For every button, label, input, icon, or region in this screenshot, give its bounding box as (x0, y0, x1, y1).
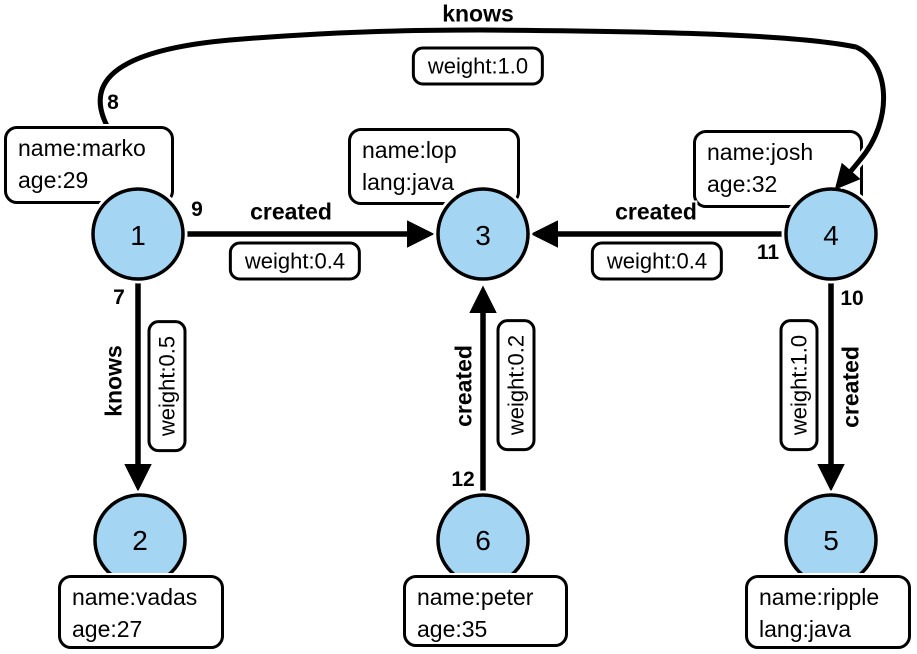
node-3-property-name: name:lop (362, 137, 457, 163)
node-6-properties-box: name:peter age:35 (403, 575, 568, 647)
node-3-property-lang: lang:java (362, 169, 455, 195)
node-3-circle (436, 187, 530, 281)
node-2-label: 2 (132, 525, 148, 556)
edge-10-weight-box: weight:1.0 (779, 318, 819, 452)
node-2-property-age: age:27 (72, 616, 143, 642)
node-2-property-name: name:vadas (72, 584, 198, 610)
node-3-label: 3 (475, 220, 491, 251)
edge-11-weight-box: weight:0.4 (590, 241, 724, 281)
edge-9-id: 9 (191, 198, 203, 221)
node-3-properties-box: name:lop lang:java (348, 128, 520, 205)
node-1-property-name: name:marko (18, 135, 146, 161)
node-1-circle (91, 187, 185, 281)
node-4-label: 4 (823, 220, 839, 251)
edge-9-weight-box: weight:0.4 (228, 241, 362, 281)
edge-12-label: created (450, 345, 477, 427)
node-6-property-age: age:35 (417, 616, 488, 642)
edge-12-id: 12 (451, 468, 475, 491)
edge-7-label: knows (100, 345, 127, 417)
edge-12-weight-box: weight:0.2 (496, 318, 536, 452)
node-5-properties-box: name:ripple lang:java (745, 575, 911, 649)
edge-10-id: 10 (840, 287, 864, 310)
edge-11-label: created (615, 198, 697, 225)
node-4-property-name: name:josh (707, 139, 814, 165)
node-6-property-name: name:peter (417, 584, 534, 610)
edge-9-label: created (250, 198, 332, 225)
edge-10-label: created (837, 346, 864, 428)
node-6-label: 6 (475, 525, 491, 556)
edge-8-weight-box: weight:1.0 (411, 46, 545, 86)
edge-8-id: 8 (107, 91, 119, 114)
node-4-property-age: age:32 (707, 171, 778, 197)
node-5-property-lang: lang:java (759, 616, 852, 642)
node-1-property-age: age:29 (18, 167, 89, 193)
node-5-label: 5 (823, 525, 839, 556)
edge-7-id: 7 (113, 286, 125, 309)
node-4-circle (784, 187, 878, 281)
edge-11-id: 11 (756, 241, 780, 264)
edge-8-label: knows (442, 0, 514, 27)
node-2-properties-box: name:vadas age:27 (58, 575, 224, 649)
node-1-label: 1 (130, 220, 146, 251)
edge-7-weight-box: weight:0.5 (147, 319, 187, 453)
node-5-property-name: name:ripple (759, 584, 880, 610)
